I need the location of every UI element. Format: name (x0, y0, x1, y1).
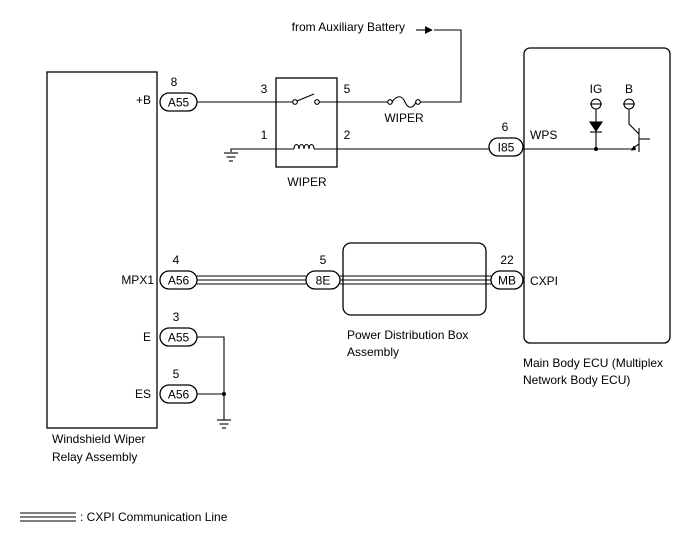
connector-a55-top-label: A55 (168, 96, 190, 110)
pin-i85-6: 6 (502, 120, 509, 134)
junction-dot-ground (222, 392, 226, 396)
terminal-wps: WPS (530, 128, 557, 142)
legend-text: : CXPI Communication Line (80, 510, 228, 524)
wiper-relay-switch-box (275, 77, 338, 168)
connector-8e-label: 8E (316, 274, 331, 288)
wire-ground-to-coil (230, 148, 294, 152)
connector-mb (490, 270, 524, 290)
ground-icon-coil (224, 152, 238, 162)
pdb-label-line2: Assembly (347, 345, 399, 359)
relay-switch-contact-icon (292, 93, 320, 105)
connector-a56-es-label: A56 (168, 388, 190, 402)
b-terminal-icon (623, 98, 640, 135)
wiper-relay-label-line2: Relay Assembly (52, 450, 137, 464)
ecu-label-line1: Main Body ECU (Multiplex (523, 356, 663, 370)
wiper-relay-assembly-box (46, 71, 158, 429)
diode-icon (588, 121, 604, 149)
pin-8e-5: 5 (320, 253, 327, 267)
transistor-icon (630, 128, 650, 152)
fuse-label: WIPER (384, 111, 424, 125)
connector-a55-e-label: A55 (168, 331, 190, 345)
connector-a56-mid-label: A56 (168, 274, 190, 288)
terminal-mpx1: MPX1 (121, 273, 154, 287)
connector-8e (305, 270, 341, 290)
pin-relay-2: 2 (344, 128, 351, 142)
terminal-es: ES (135, 387, 151, 401)
terminal-e: E (143, 330, 151, 344)
pin-a55-3: 3 (173, 310, 180, 324)
pin-relay-3: 3 (261, 82, 268, 96)
pin-relay-1: 1 (261, 128, 268, 142)
cxpi-line-8e-to-mb (340, 275, 491, 285)
legend-cxpi-line-icon (20, 512, 76, 522)
terminal-ig: IG (590, 82, 603, 96)
aux-battery-label: from Auxiliary Battery (292, 20, 405, 34)
power-distribution-box (342, 242, 487, 316)
pin-a55-8: 8 (171, 75, 178, 89)
fuse-icon (387, 96, 421, 108)
wire-e-to-ground (197, 336, 225, 420)
ig-terminal-icon (590, 98, 602, 122)
pin-a56-4: 4 (173, 253, 180, 267)
wire-fuse-to-aux-battery (420, 29, 462, 103)
pin-a56-5: 5 (173, 367, 180, 381)
connector-i85 (488, 137, 524, 157)
pin-mb-22: 22 (500, 253, 514, 267)
cxpi-line-relay-to-8e (197, 275, 306, 285)
main-body-ecu-box (523, 47, 671, 344)
ecu-label-line2: Network Body ECU) (523, 373, 630, 387)
terminal-plus-b: +B (136, 93, 151, 107)
ground-icon-relay (217, 419, 231, 429)
wiper-relay-switch-label: WIPER (287, 175, 327, 189)
pin-relay-5: 5 (344, 82, 351, 96)
wiper-relay-label-line1: Windshield Wiper (52, 432, 145, 446)
terminal-cxpi: CXPI (530, 274, 558, 288)
terminal-b: B (625, 82, 633, 96)
connector-mb-label: MB (498, 274, 516, 288)
pdb-label-line1: Power Distribution Box (347, 328, 468, 342)
connector-i85-label: I85 (498, 141, 515, 155)
relay-coil-icon (293, 143, 315, 150)
